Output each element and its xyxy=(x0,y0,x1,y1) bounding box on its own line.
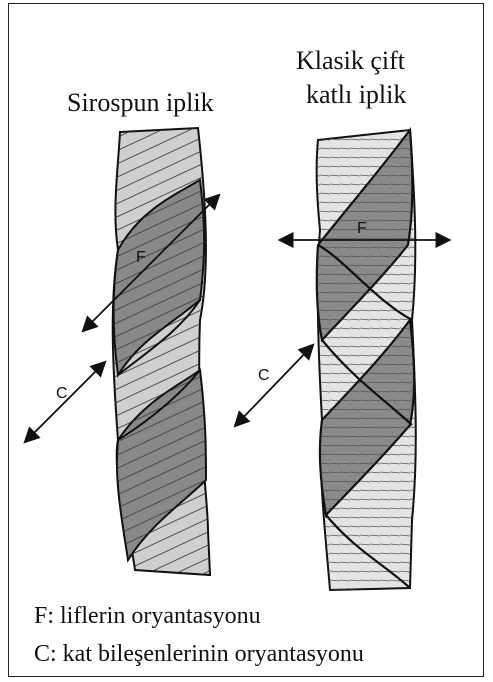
classic-c-label: C xyxy=(258,367,270,384)
legend-ply-orientation: C: kat bileşenlerinin oryantasyonu xyxy=(34,641,364,668)
sirospun-c-label: C xyxy=(56,385,68,402)
classic-f-label: F xyxy=(357,220,367,237)
sirospun-yarn xyxy=(113,128,210,575)
classic-ply-orientation-arrow xyxy=(236,346,312,425)
legend-fiber-orientation: F: liflerin oryantasyonu xyxy=(34,603,261,630)
classic-ply-yarn xyxy=(317,130,416,590)
sirospun-f-label: F xyxy=(136,249,146,266)
sirospun-ply-orientation-arrow xyxy=(26,363,104,441)
